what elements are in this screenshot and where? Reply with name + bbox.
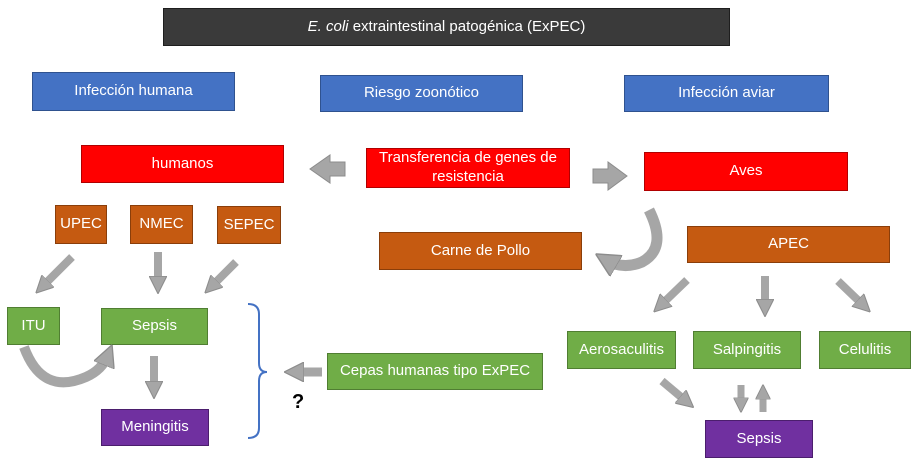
- arrow-upec-itu: [42, 254, 75, 287]
- diagram-title: E. coli extraintestinal patogénica (ExPE…: [163, 8, 730, 46]
- chicken-meat-box: Carne de Pollo: [379, 232, 582, 270]
- cellulitis-box: Celulitis: [819, 331, 911, 369]
- block-arrow-to-birds: [592, 161, 628, 191]
- aerosacculitis-box: Aerosaculitis: [567, 331, 676, 369]
- human-infection-header: Infección humana: [32, 72, 235, 111]
- humans-box: humanos: [81, 145, 284, 183]
- title-italic: E. coli: [307, 17, 349, 35]
- human-like-strains-box: Cepas humanas tipo ExPEC: [327, 353, 543, 390]
- arrow-aerosacculitis-sepsis: [659, 377, 687, 402]
- title-rest: extraintestinal patogénica (ExPEC): [348, 17, 586, 35]
- zoonotic-risk-header: Riesgo zoonótico: [320, 75, 523, 112]
- arrow-sepec-sepsis: [211, 259, 239, 287]
- apec-box: APEC: [687, 226, 890, 263]
- arrow-apec-aerosacculitis: [660, 277, 690, 306]
- gene-transfer-box: Transferencia de genes de resistencia: [366, 148, 570, 188]
- human-sepsis-box: Sepsis: [101, 308, 208, 345]
- meningitis-box: Meningitis: [101, 409, 209, 446]
- curved-arrow-birds-chicken: [606, 207, 663, 266]
- block-arrow-to-humans: [309, 154, 346, 184]
- sepec-box: SEPEC: [217, 206, 281, 244]
- upec-box: UPEC: [55, 205, 107, 244]
- arrow-apec-cellulitis: [835, 278, 864, 306]
- question-mark: ?: [292, 391, 305, 413]
- avian-infection-header: Infección aviar: [624, 75, 829, 112]
- itu-box: ITU: [7, 307, 60, 345]
- salpingitis-box: Salpingitis: [693, 331, 801, 369]
- birds-box: Aves: [644, 152, 848, 191]
- avian-sepsis-box: Sepsis: [705, 420, 813, 458]
- human-disease-bracket: [247, 303, 268, 439]
- nmec-box: NMEC: [130, 205, 193, 244]
- curved-arrow-itu-sepsis: [19, 347, 108, 388]
